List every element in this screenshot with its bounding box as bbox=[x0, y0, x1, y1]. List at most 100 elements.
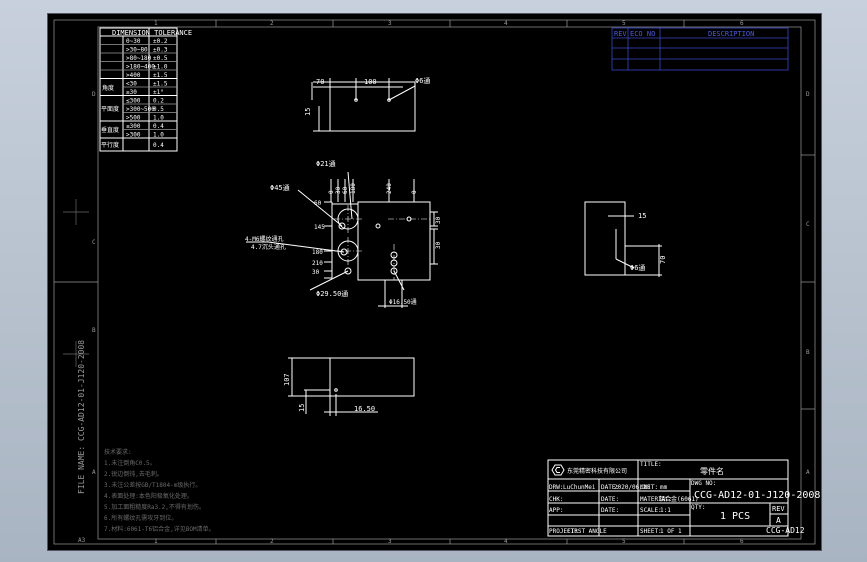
svg-text:15: 15 bbox=[298, 404, 306, 412]
svg-text:4: 4 bbox=[504, 20, 508, 27]
svg-text:D: D bbox=[806, 91, 810, 98]
svg-text:6: 6 bbox=[740, 538, 744, 545]
bottom-view-outline bbox=[329, 357, 415, 397]
svg-text:0.4: 0.4 bbox=[153, 123, 164, 130]
svg-text:±0.2: ±0.2 bbox=[153, 38, 168, 45]
svg-text:TITLE:: TITLE: bbox=[640, 461, 662, 468]
svg-text:210: 210 bbox=[312, 260, 323, 267]
svg-text:180: 180 bbox=[350, 183, 357, 194]
outer-border bbox=[53, 19, 816, 545]
svg-text:5: 5 bbox=[622, 538, 626, 545]
svg-text:CHK:: CHK: bbox=[549, 496, 563, 503]
svg-text:C: C bbox=[92, 239, 96, 246]
vertical-file-label: FILE NAME: CCG-AD12-01-J120-2008 bbox=[77, 340, 86, 494]
svg-text:±1°: ±1° bbox=[153, 89, 164, 96]
cad-viewport[interactable]: 1 2 3 4 5 6 1 2 3 4 5 6 D C B A D C B A … bbox=[47, 13, 822, 551]
crosshair-icon bbox=[63, 199, 89, 225]
svg-text:UNIT:: UNIT: bbox=[640, 484, 658, 491]
top-view-outline bbox=[329, 81, 416, 132]
svg-text:6: 6 bbox=[740, 20, 744, 27]
svg-text:A: A bbox=[806, 469, 810, 476]
part-name: 零件名 bbox=[700, 466, 724, 476]
svg-text:QTY:: QTY: bbox=[691, 504, 705, 511]
svg-text:ECO NO: ECO NO bbox=[630, 30, 655, 38]
svg-text:>300: >300 bbox=[126, 132, 141, 139]
inner-border bbox=[97, 26, 802, 540]
company-name: 东莞精密科技有限公司 bbox=[567, 467, 627, 475]
svg-text:B: B bbox=[92, 327, 96, 334]
svg-text:2: 2 bbox=[270, 538, 274, 545]
svg-text:±0.5: ±0.5 bbox=[153, 55, 168, 62]
svg-text:1:1: 1:1 bbox=[660, 507, 671, 514]
svg-text:A: A bbox=[92, 469, 96, 476]
svg-text:3.未注公差按GB/T1804-m级执行。: 3.未注公差按GB/T1804-m级执行。 bbox=[104, 481, 201, 489]
svg-text:A3: A3 bbox=[78, 537, 86, 544]
svg-text:Φ16.50通: Φ16.50通 bbox=[389, 298, 417, 306]
svg-text:≤300: ≤300 bbox=[126, 98, 141, 105]
svg-text:30: 30 bbox=[312, 269, 320, 276]
hole-mark bbox=[344, 267, 352, 275]
svg-text:7.材料:6061-T6铝合金,详见BOM清单。: 7.材料:6061-T6铝合金,详见BOM清单。 bbox=[104, 525, 215, 533]
svg-text:0.5: 0.5 bbox=[153, 106, 164, 113]
svg-text:107: 107 bbox=[283, 373, 291, 386]
svg-text:2.锐边倒钝,去毛刺。: 2.锐边倒钝,去毛刺。 bbox=[104, 470, 163, 478]
svg-text:1 OF 1: 1 OF 1 bbox=[660, 528, 682, 535]
svg-text:1: 1 bbox=[154, 20, 158, 27]
svg-text:30: 30 bbox=[335, 186, 342, 194]
drawing-number: CCG-AD12-01-J120-2008 bbox=[694, 490, 820, 501]
svg-text:60: 60 bbox=[314, 200, 322, 207]
svg-text:0~30: 0~30 bbox=[126, 38, 141, 45]
svg-text:APP:: APP: bbox=[549, 507, 563, 514]
svg-text:0.4: 0.4 bbox=[153, 142, 164, 149]
svg-text:60: 60 bbox=[342, 186, 349, 194]
svg-text:1.未注倒角C0.5。: 1.未注倒角C0.5。 bbox=[104, 459, 156, 467]
top-view: 70 100 15 Φ6通 bbox=[304, 76, 430, 132]
svg-text:B: B bbox=[806, 349, 810, 356]
svg-text:≤300: ≤300 bbox=[126, 123, 141, 130]
svg-text:<30: <30 bbox=[126, 81, 137, 88]
svg-text:>180~400: >180~400 bbox=[126, 64, 155, 71]
svg-text:2: 2 bbox=[270, 20, 274, 27]
svg-text:MATERIAL:: MATERIAL: bbox=[640, 496, 673, 503]
drawing-sheet: 1 2 3 4 5 6 1 2 3 4 5 6 D C B A D C B A … bbox=[53, 19, 820, 545]
project-code: CCG-AD12 bbox=[766, 526, 805, 535]
svg-text:1.0: 1.0 bbox=[153, 132, 164, 139]
front-view: Φ21通 Φ45通 0 30 60 180 240 0 60 145 180 2… bbox=[245, 159, 442, 308]
svg-text:FIRST ANGLE: FIRST ANGLE bbox=[567, 528, 607, 535]
svg-text:DWG NO:: DWG NO: bbox=[691, 480, 716, 487]
bottom-view: 107 15 16.50 bbox=[283, 357, 415, 416]
svg-text:铝合金(6061): 铝合金(6061) bbox=[659, 495, 699, 503]
technical-notes: 技术要求: 1.未注倒角C0.5。 2.锐边倒钝,去毛刺。 3.未注公差按GB/… bbox=[104, 448, 215, 533]
svg-text:DATE:: DATE: bbox=[601, 484, 619, 491]
svg-text:±1.0: ±1.0 bbox=[153, 64, 168, 71]
svg-text:1.0: 1.0 bbox=[153, 115, 164, 122]
svg-text:30: 30 bbox=[435, 216, 442, 224]
svg-text:0: 0 bbox=[328, 190, 335, 194]
svg-text:4: 4 bbox=[504, 538, 508, 545]
svg-text:4.表面处理:本色阳极氧化处理。: 4.表面处理:本色阳极氧化处理。 bbox=[104, 492, 193, 500]
svg-text:平面度: 平面度 bbox=[101, 105, 119, 113]
hole-mark bbox=[334, 388, 338, 392]
svg-text:>500: >500 bbox=[126, 115, 141, 122]
svg-text:SCALE:: SCALE: bbox=[640, 507, 662, 514]
hole-mark bbox=[338, 222, 346, 230]
svg-text:5: 5 bbox=[622, 20, 626, 27]
svg-text:4-M6螺纹通孔: 4-M6螺纹通孔 bbox=[245, 235, 283, 243]
tolerance-header: DIMENSION TOLERANCE bbox=[112, 29, 192, 37]
svg-text:180: 180 bbox=[312, 249, 323, 256]
svg-text:C: C bbox=[806, 221, 810, 228]
svg-text:70: 70 bbox=[316, 78, 324, 86]
svg-text:±1.5: ±1.5 bbox=[153, 81, 168, 88]
svg-text:±0.3: ±0.3 bbox=[153, 47, 168, 54]
svg-text:DESCRIPTION: DESCRIPTION bbox=[708, 30, 754, 38]
svg-text:角度: 角度 bbox=[102, 84, 114, 92]
quantity: 1 PCS bbox=[720, 511, 750, 522]
svg-text:6.所有螺纹孔需攻牙到位。: 6.所有螺纹孔需攻牙到位。 bbox=[104, 514, 177, 522]
side-view: 15 Φ6通 70 bbox=[584, 201, 667, 277]
svg-text:PROJECT:: PROJECT: bbox=[549, 528, 578, 535]
svg-text:DRW:: DRW: bbox=[549, 484, 563, 491]
svg-text:REV: REV bbox=[772, 505, 785, 513]
svg-text:DATE:: DATE: bbox=[601, 507, 619, 514]
svg-text:>300~500: >300~500 bbox=[126, 106, 155, 113]
svg-text:>400: >400 bbox=[126, 72, 141, 79]
